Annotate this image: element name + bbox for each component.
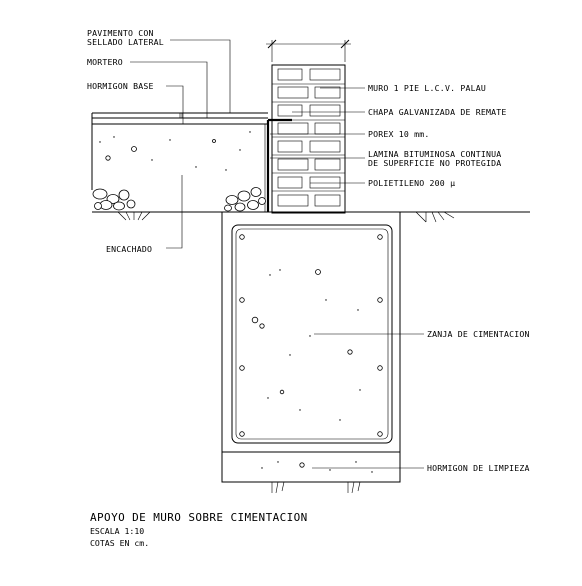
drawing-scale: ESCALA 1:10 bbox=[90, 526, 144, 536]
chapa-flashing bbox=[264, 118, 292, 212]
right-leaders bbox=[270, 87, 424, 469]
label-mortero: MORTERO bbox=[87, 57, 123, 67]
encachado-gravel bbox=[92, 187, 266, 212]
floor-slab bbox=[91, 112, 268, 190]
drawing-title: APOYO DE MURO SOBRE CIMENTACION bbox=[90, 511, 308, 524]
label-polietileno: POLIETILENO 200 μ bbox=[368, 178, 455, 188]
label-hormigon-limpieza: HORMIGON DE LIMPIEZA bbox=[427, 463, 530, 473]
label-hormigon-base: HORMIGON BASE bbox=[87, 81, 154, 91]
label-chapa: CHAPA GALVANIZADA DE REMATE bbox=[368, 107, 507, 117]
label-muro: MURO 1 PIE L.C.V. PALAU bbox=[368, 83, 486, 93]
label-zanja: ZANJA DE CIMENTACION bbox=[427, 329, 530, 339]
drawing-units: COTAS EN cm. bbox=[90, 538, 149, 548]
label-lamina-line1: LAMINA BITUMINOSA CONTINUA bbox=[368, 149, 501, 159]
wall-dimension-line bbox=[266, 39, 351, 62]
brick-wall bbox=[271, 64, 346, 214]
label-lamina-line2: DE SUPERFICIE NO PROTEGIDA bbox=[368, 158, 501, 168]
label-porex: POREX 10 mm. bbox=[368, 129, 430, 139]
label-pavimento-line1: PAVIMENTO CON bbox=[87, 28, 154, 38]
label-encachado: ENCACHADO bbox=[106, 244, 152, 254]
label-pavimento-line2: SELLADO LATERAL bbox=[87, 37, 164, 47]
hormigon-limpieza bbox=[221, 451, 401, 494]
left-leaders bbox=[130, 39, 231, 249]
foundation-trench bbox=[221, 211, 401, 453]
